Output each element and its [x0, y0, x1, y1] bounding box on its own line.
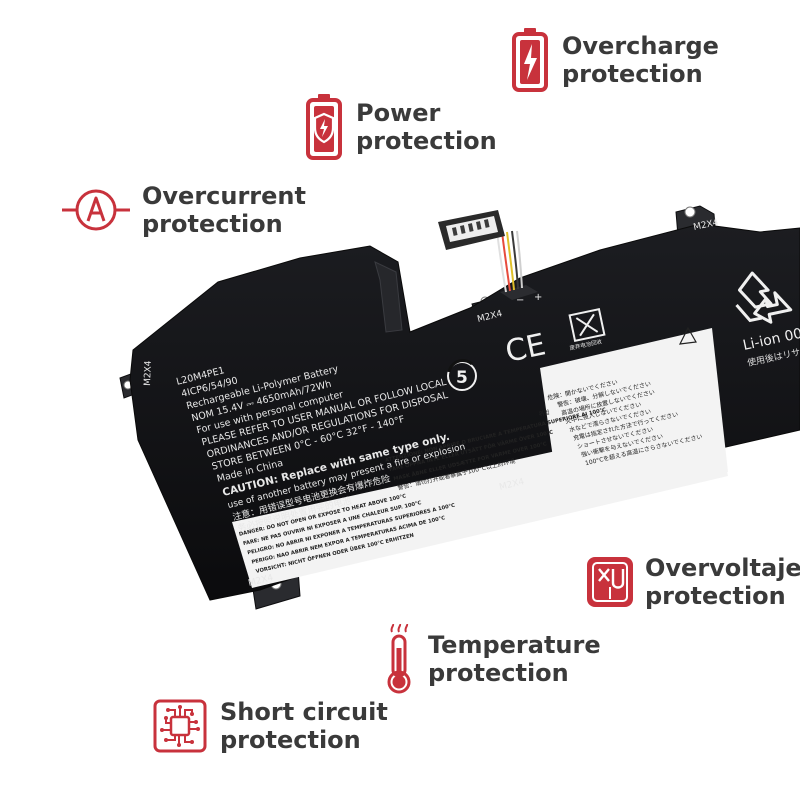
feature-overcharge: Overcharge protection [510, 26, 719, 94]
svg-text:5: 5 [456, 368, 468, 388]
battery-shield-icon [306, 94, 342, 160]
thermometer-icon [387, 624, 411, 694]
svg-text:위험: 위험 [538, 408, 551, 418]
feature-power-line1: Power [356, 99, 441, 127]
feature-short-circuit-line2: protection [220, 726, 361, 754]
polarity-positive: + [534, 292, 542, 303]
feature-short-circuit: Short circuit protection [152, 698, 388, 754]
battery-spec-text: L20M4PE1 4ICP6/54/90 Rechargeable Li-Pol… [175, 363, 466, 534]
ce-mark: CE [502, 327, 548, 370]
ammeter-icon [62, 189, 130, 231]
feature-overcurrent-line2: protection [142, 210, 283, 238]
feature-temperature-line2: protection [428, 659, 569, 687]
recycle-icon [735, 271, 793, 324]
screw-label-left: M2X4 [143, 360, 154, 386]
feature-temperature: Temperature protection [384, 624, 601, 694]
feature-power-line2: protection [356, 127, 497, 155]
voltage-icon [587, 557, 633, 607]
battery-label-right [540, 328, 728, 506]
feature-overcharge-line2: protection [562, 60, 703, 88]
feature-overcurrent: Overcurrent protection [60, 180, 306, 240]
battery-body [129, 223, 800, 601]
battery-bolt-icon [512, 28, 548, 92]
battery-japanese-text: 危険：開かないでください 警告：破壊、分解しないでください 高温の場所に放置しな… [547, 378, 704, 467]
feature-overvoltage-line2: protection [645, 582, 786, 610]
polarity-negative: − [516, 295, 524, 306]
battery-recess [374, 261, 403, 333]
feature-overvoltage-line1: Overvoltaje [645, 554, 800, 582]
warning-triangle-icon [678, 326, 697, 345]
years-mark-icon: 5 [447, 359, 477, 391]
feature-short-circuit-line1: Short circuit [220, 698, 388, 726]
battery-connector [438, 210, 538, 300]
feature-overcharge-line1: Overcharge [562, 32, 719, 60]
feature-overcurrent-line1: Overcurrent [142, 182, 306, 210]
feature-power: Power protection [304, 92, 497, 162]
chip-icon [153, 699, 207, 753]
feature-temperature-line1: Temperature [428, 631, 601, 659]
feature-overvoltage: Overvoltaje protection [585, 554, 800, 610]
